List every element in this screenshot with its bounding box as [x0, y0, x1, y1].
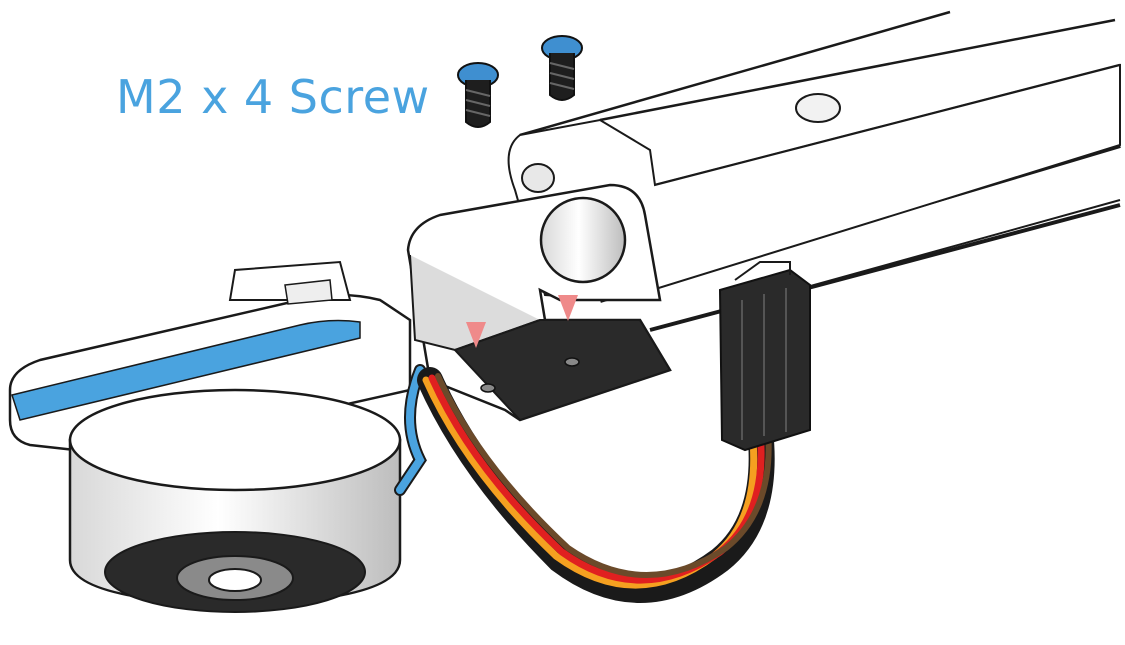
screw-icon — [541, 35, 583, 101]
pivot-boss — [521, 163, 555, 193]
servo-wires — [394, 364, 775, 603]
screw-hole-left — [480, 383, 496, 393]
screw-icon — [457, 62, 499, 128]
rail-hole — [795, 93, 841, 123]
servo-motor-icon — [68, 388, 402, 613]
mount-bracket — [406, 183, 672, 422]
screw-hole-right — [564, 357, 580, 367]
connector-icon — [718, 261, 811, 452]
pivot-knob — [539, 196, 627, 284]
screw-callout-label: M2 x 4 Screw — [116, 70, 430, 124]
down-arrow-icon — [558, 115, 578, 321]
down-arrow-icon — [466, 142, 486, 348]
accent-strip — [11, 319, 361, 421]
arm-plate — [507, 63, 1121, 302]
